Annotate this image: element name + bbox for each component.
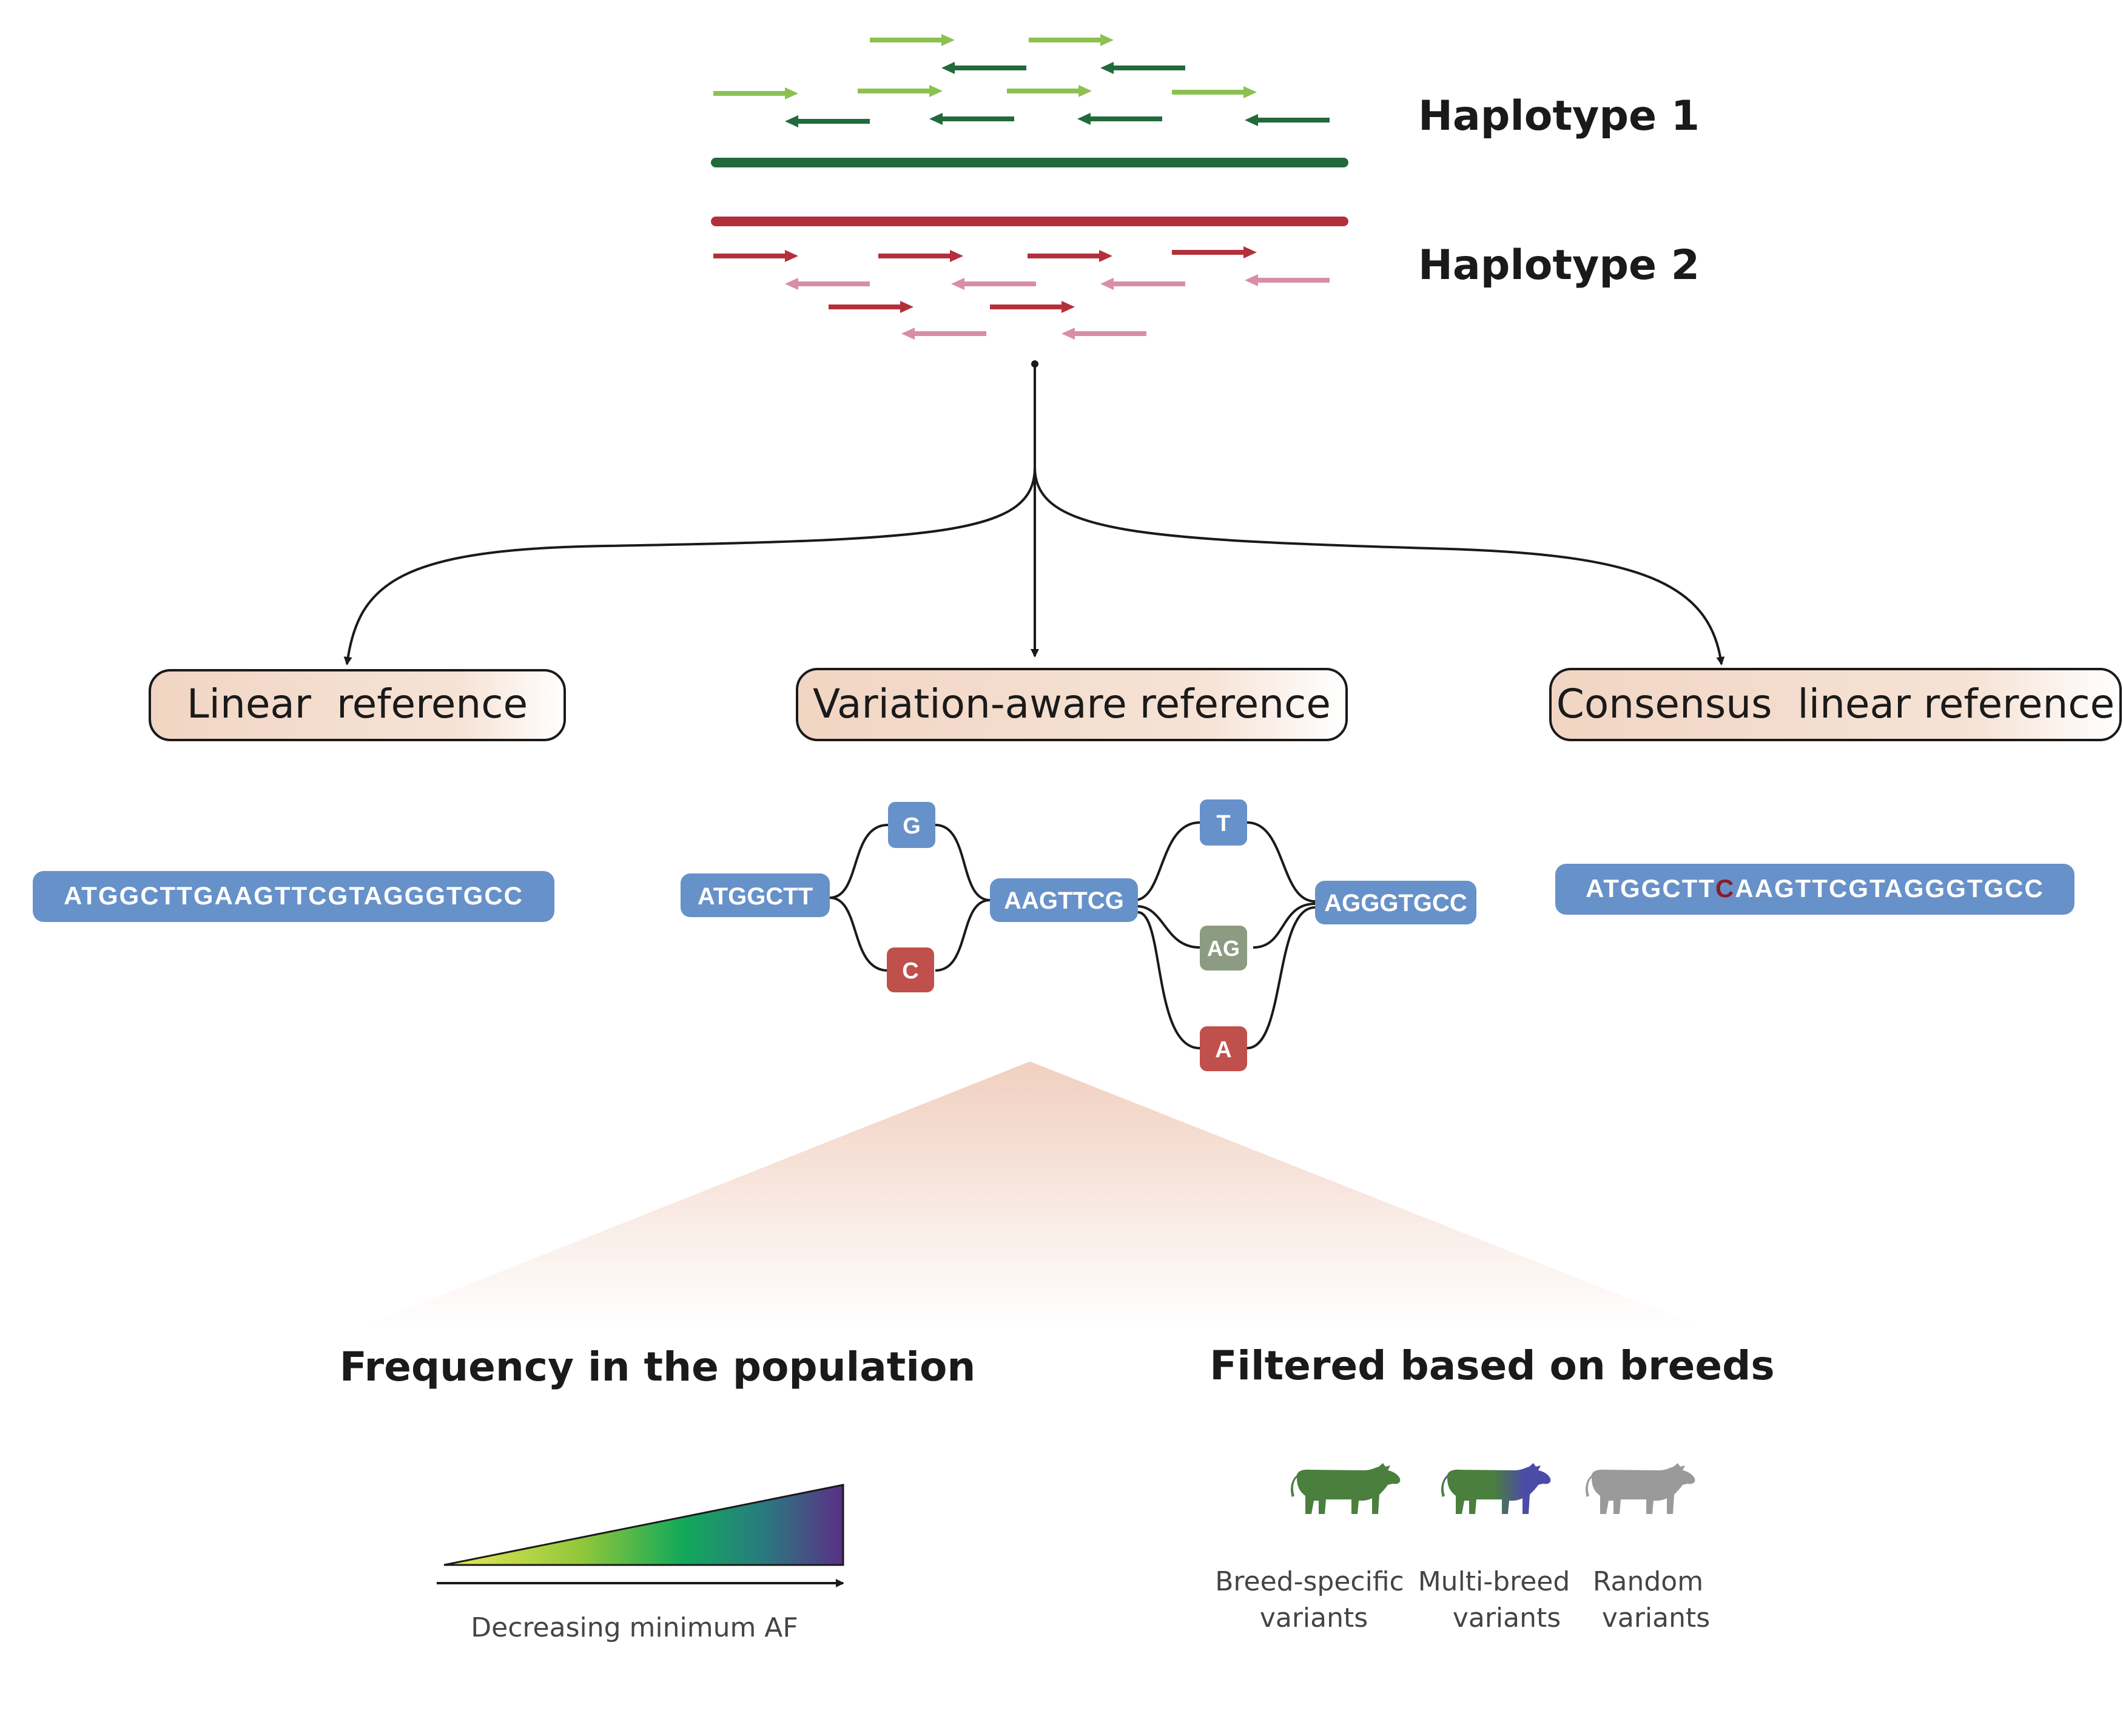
cow-random-icon [1586, 1463, 1695, 1514]
cow-breed-specific-icon [1291, 1463, 1401, 1514]
linear-sequence-text: ATGGCTTGAAGTTCGTAGGGTGCC [64, 881, 523, 910]
graph-node-alt-ag: AG [1200, 926, 1247, 971]
graph-node-end: AGGGTGCC [1315, 881, 1476, 924]
multi-breed-label: Multi-breed variants [1418, 1566, 1579, 1633]
consensus-reference-box: Consensus linear reference [1549, 668, 2122, 741]
hap1-read-arrow [941, 62, 1026, 74]
haplotype-2-label: Haplotype 2 [1418, 241, 1700, 289]
hap2-read-arrow [1028, 250, 1112, 262]
hap1-read-arrow [1245, 114, 1330, 126]
graph-node-alt-a-text: A [1215, 1037, 1231, 1063]
breed-specific-label: Breed-specific variants [1215, 1566, 1413, 1633]
hap2-read-arrow [951, 278, 1036, 290]
consensus-suffix: AAGTTCGTAGGGTGCC [1735, 874, 2044, 903]
graph-node-alt-t-text: T [1216, 811, 1230, 836]
hap1-read-arrow [870, 34, 955, 46]
frequency-title: Frequency in the population [340, 1344, 976, 1390]
breeds-title: Filtered based on breeds [1210, 1342, 1774, 1389]
hap2-read-arrow [1245, 274, 1330, 286]
variation-aware-reference-box: Variation-aware reference [796, 668, 1348, 741]
hap2-read-arrow [990, 301, 1075, 313]
consensus-sequence-node: ATGGCTTCAAGTTCGTAGGGTGCC [1555, 864, 2074, 915]
hap1-read-arrow [929, 113, 1014, 125]
haplotype-1-label: Haplotype 1 [1418, 92, 1700, 140]
cow-multi-breed-icon [1441, 1463, 1551, 1514]
graph-node-middle-text: AAGTTCG [1004, 887, 1124, 914]
graph-node-alt-t: T [1200, 799, 1247, 846]
graph-node-start-text: ATGGCTT [698, 883, 813, 910]
haplotype-1-reads [713, 34, 1330, 127]
hap2-read-arrow [1172, 246, 1257, 258]
af-axis-label: Decreasing minimum AF [471, 1612, 798, 1643]
graph-node-alt-g: G [888, 802, 935, 848]
hap1-read-arrow [1172, 86, 1257, 98]
linear-reference-label: Linear reference [187, 681, 528, 727]
hap2-read-arrow [901, 328, 986, 340]
linear-sequence-node: ATGGCTTGAAGTTCGTAGGGTGCC [33, 871, 554, 922]
linear-reference-box: Linear reference [149, 669, 566, 741]
hap1-read-arrow [858, 85, 943, 97]
af-gradient-wedge [443, 1484, 844, 1566]
hap2-read-arrow [713, 250, 798, 262]
graph-node-alt-a: A [1200, 1026, 1247, 1071]
branching-arrows [343, 360, 1725, 665]
hap1-read-arrow [1077, 113, 1162, 125]
hap1-read-arrow [1029, 34, 1114, 46]
hap1-read-arrow [713, 87, 798, 99]
graph-node-end-text: AGGGTGCC [1324, 890, 1467, 917]
expansion-fan [358, 1061, 1704, 1328]
graph-node-alt-c-text: C [902, 958, 918, 984]
graph-node-alt-c: C [887, 947, 934, 992]
graph-node-start: ATGGCTT [681, 873, 830, 917]
hap2-read-arrow [1100, 278, 1185, 290]
consensus-prefix: ATGGCTT [1586, 874, 1715, 903]
variation-graph-edges [829, 821, 1316, 1049]
hap1-read-arrow [1007, 85, 1092, 97]
haplotype-2-reads [713, 246, 1330, 340]
random-label: Random variants [1593, 1566, 1712, 1633]
graph-node-alt-ag-text: AG [1207, 936, 1240, 961]
hap2-read-arrow [785, 278, 870, 290]
consensus-variant-base: C [1715, 874, 1735, 903]
graph-node-alt-g-text: G [903, 813, 921, 839]
svg-text:ATGGCTTCAAGTTCGTAGGGTGCC: ATGGCTTCAAGTTCGTAGGGTGCC [1586, 874, 2044, 903]
hap2-read-arrow [1062, 328, 1146, 340]
graph-node-middle: AAGTTCG [990, 878, 1138, 922]
hap1-read-arrow [1100, 62, 1185, 74]
consensus-reference-label: Consensus linear reference [1556, 681, 2115, 727]
hap2-read-arrow [829, 301, 913, 313]
variation-aware-reference-label: Variation-aware reference [813, 681, 1331, 727]
hap1-read-arrow [785, 115, 870, 127]
hap2-read-arrow [878, 250, 963, 262]
